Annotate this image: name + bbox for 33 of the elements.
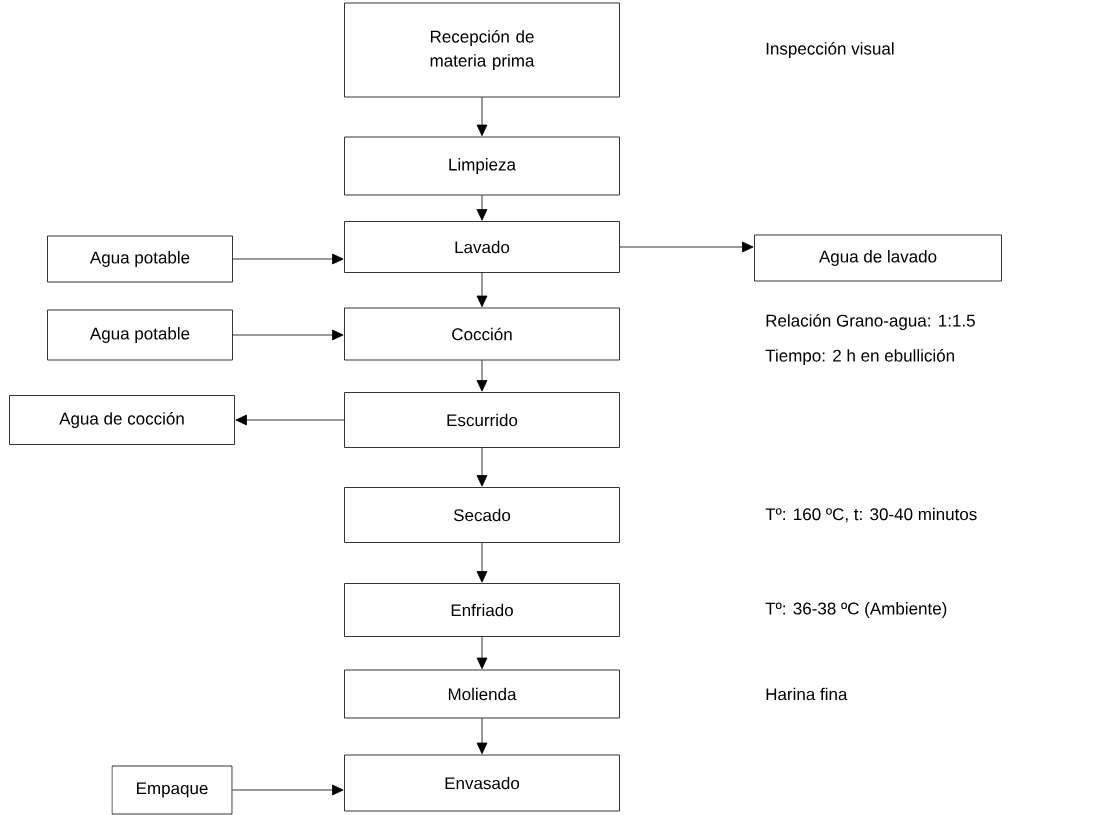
process-box: Escurrido	[344, 392, 620, 448]
arrow	[619, 241, 754, 253]
arrow	[476, 272, 488, 308]
process-box: Cocción	[344, 307, 620, 361]
arrow	[476, 542, 488, 583]
note-text: Relación Grano-agua: 1:1.5	[766, 314, 975, 331]
arrow	[476, 718, 488, 755]
process-box: Molienda	[344, 669, 620, 719]
process-box: Agua de lavado	[754, 234, 1002, 282]
process-box: Secado	[344, 487, 620, 543]
arrow	[476, 360, 488, 392]
process-box: Envasado	[344, 754, 620, 812]
process-box: Empaque	[111, 765, 233, 815]
note-text: Tiempo: 2 h en ebullición	[765, 349, 954, 366]
process-box: Limpieza	[344, 136, 620, 196]
arrow	[476, 447, 488, 487]
process-box: Enfriado	[344, 583, 620, 637]
process-box: Agua potable	[47, 309, 233, 361]
arrow	[232, 329, 344, 341]
process-box: Agua potable	[47, 235, 233, 283]
arrow	[232, 784, 344, 796]
arrow	[232, 253, 344, 265]
arrow	[476, 97, 488, 137]
note-text: Tº: 160 ºC, t: 30-40 minutos	[765, 507, 977, 523]
process-box: Recepción de materia prima	[344, 2, 620, 98]
arrow	[235, 414, 345, 426]
arrow	[476, 195, 488, 221]
process-box: Agua de cocción	[9, 395, 235, 445]
note-text: Inspección visual	[766, 42, 894, 59]
note-text: Tº: 36-38 ºC (Ambiente)	[765, 602, 947, 618]
process-box: Lavado	[344, 221, 620, 273]
note-text: Harina fina	[766, 687, 848, 701]
arrow	[476, 636, 488, 670]
